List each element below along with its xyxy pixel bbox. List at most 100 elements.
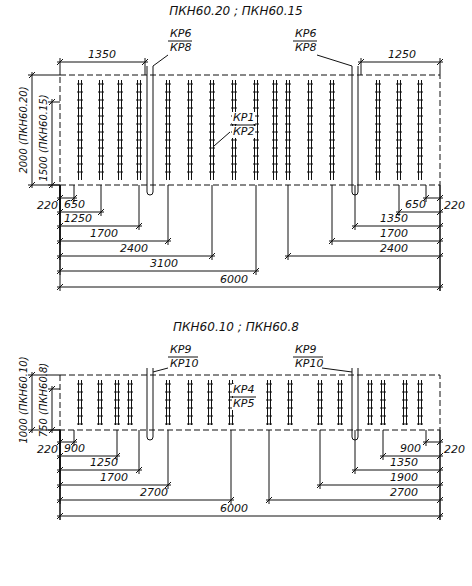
rebar-tie [209, 172, 215, 173]
dimension-value: 220 [444, 200, 465, 212]
rebar-frame [99, 80, 100, 180]
extension-line [440, 430, 441, 520]
rebar-tie [97, 384, 103, 385]
rebar-tie [77, 424, 83, 425]
rebar-frame [191, 80, 192, 180]
dimension-value: 750 (ПКН60.8) [38, 363, 50, 437]
rebar-tie [127, 384, 133, 385]
extension-line [48, 389, 60, 390]
rebar-tie [367, 384, 373, 385]
rebar-tie [165, 100, 171, 101]
rebar-tie [375, 116, 381, 117]
rebar-tie [287, 424, 293, 425]
rebar-tie [402, 416, 408, 417]
rebar-tie [117, 148, 123, 149]
lifting-loop [147, 66, 153, 195]
callout-mark: КР10 [170, 358, 198, 370]
rebar-tie [307, 124, 313, 125]
rebar-tie [317, 400, 323, 401]
rebar-tie [207, 400, 213, 401]
rebar-tie [285, 140, 291, 141]
callout-mark: КР10 [295, 358, 323, 370]
extension-line [168, 430, 169, 489]
extension-line [139, 185, 140, 230]
rebar-tie [97, 400, 103, 401]
rebar-tie [117, 156, 123, 157]
rebar-tie [375, 164, 381, 165]
rebar-tie [165, 384, 171, 385]
rebar-tie [285, 92, 291, 93]
rebar-tie [380, 416, 386, 417]
rebar-tie [367, 400, 373, 401]
rebar-tie [317, 408, 323, 409]
rebar-tie [307, 172, 313, 173]
rebar-tie [187, 424, 193, 425]
rebar-tie [329, 92, 335, 93]
rebar-tie [396, 164, 402, 165]
rebar-tie [209, 164, 215, 165]
rebar-frame [371, 380, 372, 425]
rebar-tie [187, 108, 193, 109]
rebar-frame [267, 380, 268, 425]
rebar-frame [418, 80, 419, 180]
lifting-loop [147, 368, 153, 440]
rebar-tie [417, 164, 423, 165]
rebar-tie [417, 392, 423, 393]
rebar-tie [417, 124, 423, 125]
dimension-line [32, 72, 33, 188]
rebar-tie [77, 140, 83, 141]
rebar-tie [417, 416, 423, 417]
rebar-tie [285, 172, 291, 173]
rebar-tie [285, 108, 291, 109]
rebar-tie [285, 116, 291, 117]
rebar-tie [396, 148, 402, 149]
rebar-tie [253, 156, 259, 157]
dimension-value: 6000 [220, 503, 248, 515]
rebar-frame [311, 80, 312, 180]
rebar-tie [165, 416, 171, 417]
rebar-tie [417, 100, 423, 101]
rebar-tie [165, 108, 171, 109]
rebar-tie [114, 384, 120, 385]
rebar-tie [329, 84, 335, 85]
rebar-frame [128, 380, 129, 425]
rebar-tie [207, 392, 213, 393]
rebar-tie [402, 424, 408, 425]
rebar-frame [78, 80, 79, 180]
rebar-tie [272, 164, 278, 165]
dimension-line [57, 256, 215, 257]
rebar-tie [77, 124, 83, 125]
rebar-tie [114, 424, 120, 425]
rebar-tie [136, 124, 142, 125]
rebar-tie [114, 416, 120, 417]
rebar-frame [118, 80, 119, 180]
rebar-tie [114, 392, 120, 393]
rebar-frame [421, 80, 422, 180]
dimension-line [52, 386, 53, 433]
rebar-frame [376, 80, 377, 180]
rebar-tie [285, 124, 291, 125]
rebar-tie [329, 132, 335, 133]
rebar-frame [288, 380, 289, 425]
extension-line [383, 430, 384, 460]
rebar-tie [307, 92, 313, 93]
dimension-value: 1000 (ПКН60.10) [18, 356, 30, 443]
dimension-line [57, 226, 142, 227]
rebar-frame [291, 380, 292, 425]
rebar-tie [307, 132, 313, 133]
rebar-tie [165, 116, 171, 117]
extension-line [60, 58, 61, 75]
rebar-tie [307, 140, 313, 141]
rebar-tie [77, 84, 83, 85]
dimension-line [358, 62, 443, 63]
rebar-tie [285, 164, 291, 165]
rebar-tie [337, 400, 343, 401]
rebar-frame [397, 80, 398, 180]
dimension-line [266, 500, 443, 501]
rebar-tie [165, 124, 171, 125]
rebar-tie [231, 100, 237, 101]
rebar-frame [169, 80, 170, 180]
rebar-tie [209, 132, 215, 133]
rebar-tie [253, 140, 259, 141]
rebar-tie [98, 124, 104, 125]
